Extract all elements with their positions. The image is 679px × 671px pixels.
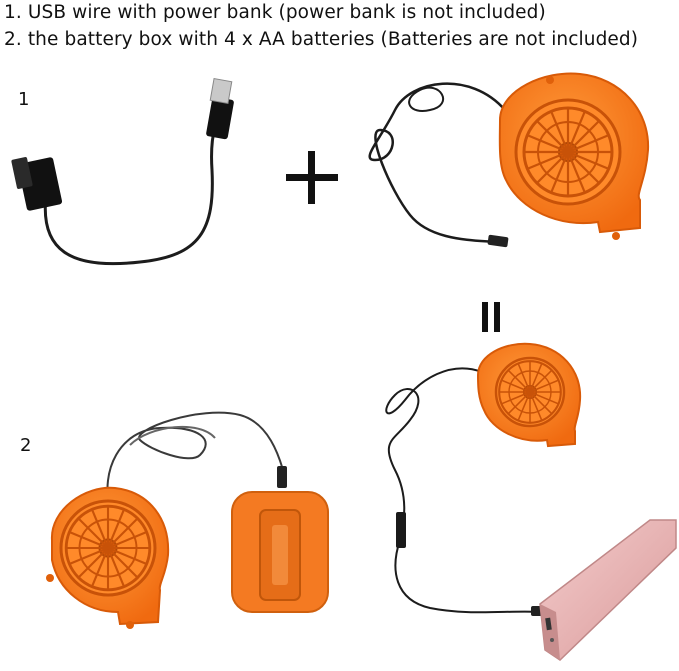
usb-cable-icon (11, 78, 234, 266)
step-number-1: 1 (18, 89, 30, 110)
step-number-2: 2 (20, 435, 32, 456)
caption-line-2: 2. the battery box with 4 x AA batteries… (4, 29, 639, 50)
blower-fan-icon (368, 72, 650, 248)
power-bank-icon (539, 519, 677, 661)
blower-fan-icon (46, 411, 287, 629)
plus-icon (286, 151, 338, 204)
battery-box-icon (231, 491, 329, 613)
equals-icon (482, 302, 500, 332)
blower-fan-icon (385, 342, 582, 616)
caption-line-1: 1. USB wire with power bank (power bank … (4, 2, 546, 23)
